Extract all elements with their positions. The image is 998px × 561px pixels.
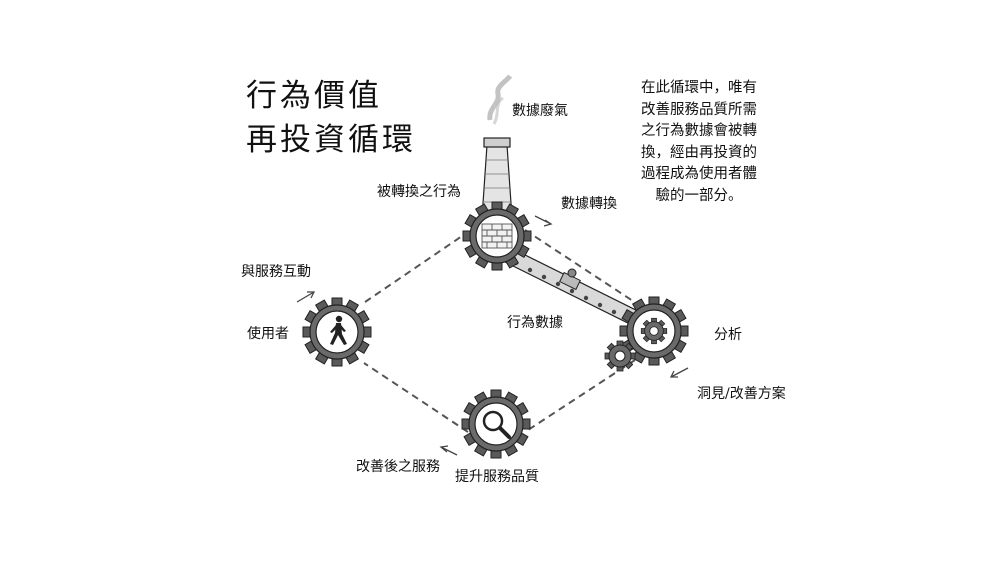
cycle-paths (363, 229, 637, 433)
note-line: 過程成為使用者體 (641, 166, 757, 182)
path-factory-to-analysis (524, 229, 637, 304)
title-line-2: 再投資循環 (246, 122, 416, 158)
direction-arrows (296, 215, 689, 456)
magnifier-icon (482, 410, 511, 439)
auxiliary-gear-icon (604, 340, 636, 372)
label-behavior-data: 行為數據 (507, 315, 563, 331)
label-user: 使用者 (247, 326, 289, 342)
diagram-title: 行為價值 再投資循環 (246, 74, 416, 162)
user-gear (302, 297, 372, 367)
brick-wall-icon (481, 223, 513, 249)
label-improved-service: 改善後之服務 (356, 459, 440, 475)
walking-person-icon (330, 315, 347, 345)
path-user-to-factory (364, 231, 469, 303)
small-gear-icon (640, 317, 668, 345)
label-analysis: 分析 (714, 327, 742, 343)
arrow-improved-service-icon (439, 445, 458, 456)
explanatory-note: 在此循環中，唯有 改善服務品質所需 之行為數據會被轉 換，經由再投資的 過程成為… (626, 78, 772, 207)
note-line: 換，經由再投資的 (641, 144, 757, 161)
label-data-exhaust: 數據廢氣 (512, 103, 568, 119)
conveyor-belt-icon (504, 247, 659, 336)
path-analysis-to-quality (524, 359, 636, 433)
quality-gear (461, 389, 531, 459)
label-converted-behavior: 被轉換之行為 (377, 184, 461, 200)
path-quality-to-user (363, 362, 469, 433)
note-line: 驗的一部分。 (655, 187, 743, 204)
label-quality: 提升服務品質 (455, 469, 539, 485)
arrow-insight-icon (669, 367, 689, 378)
note-line: 在此循環中，唯有 (641, 80, 757, 96)
arrow-conversion-icon (534, 215, 553, 227)
note-line: 改善服務品質所需 (641, 101, 757, 118)
note-line: 之行為數據會被轉 (641, 123, 757, 139)
factory-gear (462, 201, 532, 271)
arrow-interaction-icon (296, 291, 316, 303)
label-data-conversion: 數據轉換 (561, 196, 617, 212)
title-line-1: 行為價值 (246, 78, 382, 114)
chimney-icon (481, 74, 513, 219)
label-interaction: 與服務互動 (241, 264, 311, 280)
label-insight: 洞見/改善方案 (697, 386, 786, 402)
